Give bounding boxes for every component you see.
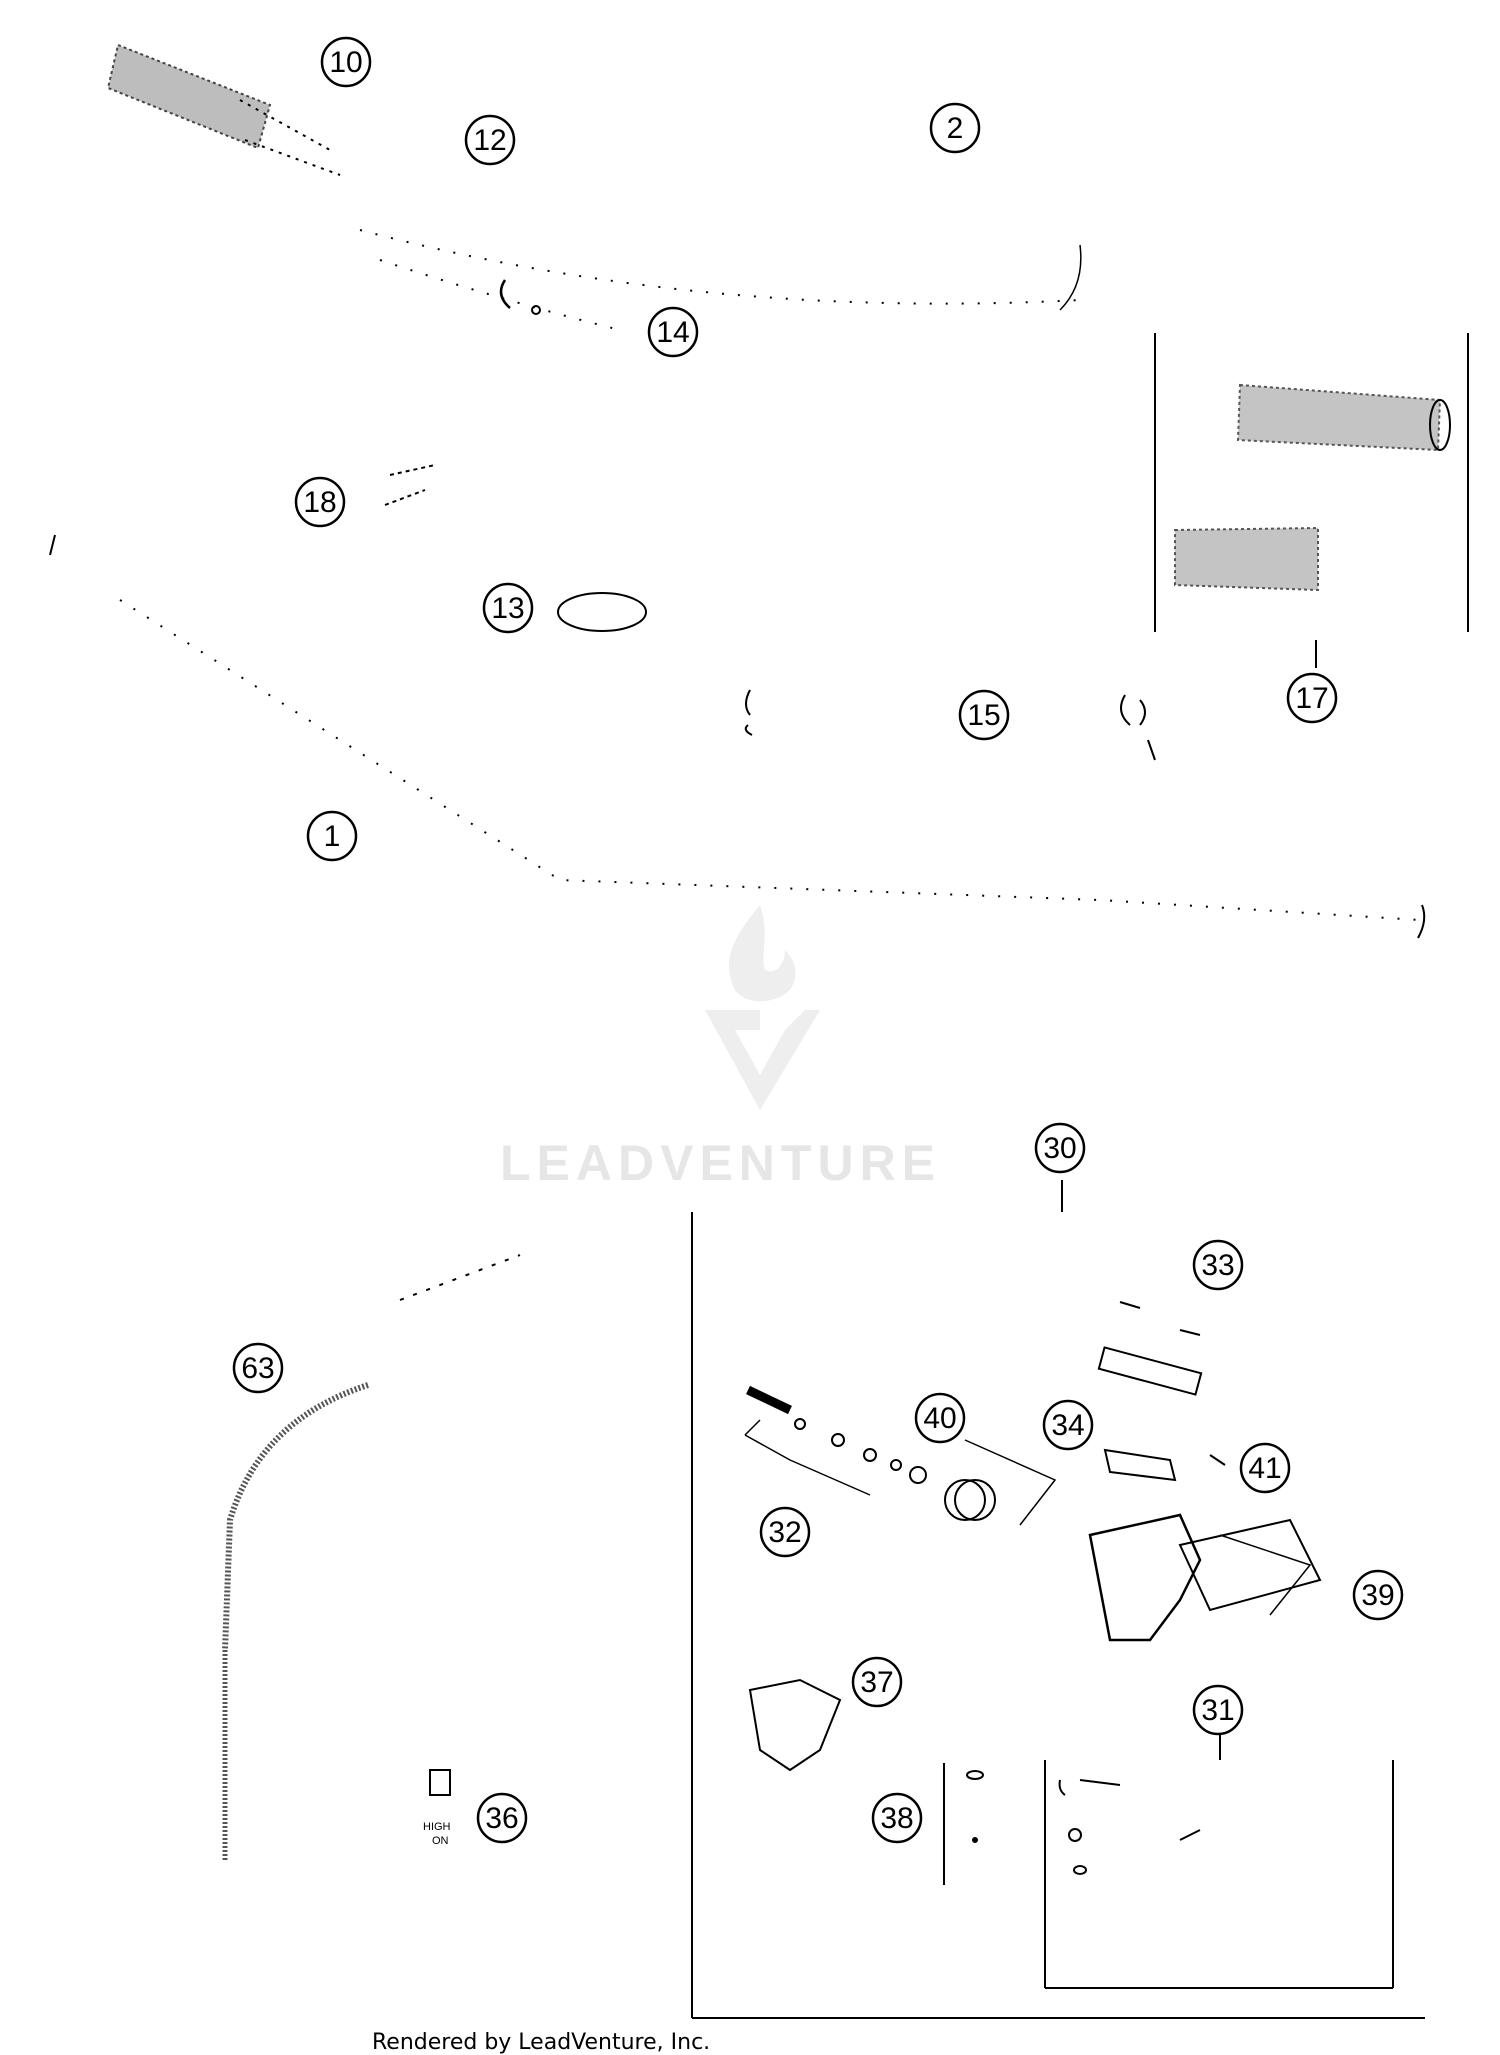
callout-40[interactable]: 40 [914,1392,966,1444]
callout-circle [1034,1122,1086,1174]
callout-number: 41 [1248,1452,1281,1485]
callout-41[interactable]: 41 [1239,1442,1291,1494]
callout-circle [1192,1239,1244,1291]
callout-1[interactable]: 1 [306,810,358,862]
callout-number: 31 [1201,1694,1234,1727]
parts [49,43,1451,1875]
callout-circle [294,476,346,528]
right-end-mark [1417,904,1426,939]
watermark-text: LEADVENTURE [500,1135,941,1191]
callout-18[interactable]: 18 [294,476,346,528]
callout-number: 63 [241,1352,274,1385]
callout-number: 17 [1295,682,1328,715]
callout-2[interactable]: 2 [929,102,981,154]
plunger-32-part [744,1385,927,1496]
screws-33-part [1119,1301,1201,1336]
part-36-label-line-1: HIGH [423,1821,451,1833]
footer-credit: Rendered by LeadVenture, Inc. [372,2030,711,2055]
callout-number: 2 [947,112,964,145]
throttle-housing-part [1088,1513,1322,1642]
callout-36[interactable]: 36 [476,1792,528,1844]
part-39-drawing [1219,1534,1312,1616]
callout-circle [1192,1684,1244,1736]
callout-39[interactable]: 39 [1352,1569,1404,1621]
callout-number: 40 [923,1402,956,1435]
callout-17[interactable]: 17 [1286,672,1338,724]
part-18-drawing [384,464,436,506]
watermark-v-icon [705,1010,820,1110]
callout-circle [482,582,534,634]
kit-31-parts [1058,1779,1201,1875]
callout-circle [320,36,372,88]
callout-number: 14 [656,316,689,349]
grips-kit-part [1174,383,1451,592]
reel-40-part [944,1479,996,1521]
watermark: LEADVENTURE [500,905,941,1191]
callout-circle [1352,1569,1404,1621]
part-36-label: HIGH ON [423,1821,451,1847]
oring-13-part [557,592,647,632]
callout-31[interactable]: 31 [1192,1684,1244,1736]
callout-list: 10 12 2 14 18 13 15 17 1 30 33 63 40 34 41 32 39 37 31 38 36 [232,36,1404,1844]
callout-38[interactable]: 38 [871,1792,923,1844]
callout-circle [958,689,1010,741]
callout-circle [1286,672,1338,724]
callout-number: 36 [485,1802,518,1835]
callout-circle [232,1342,284,1394]
callout-37[interactable]: 37 [851,1656,903,1708]
part-36-label-line-2: ON [432,1835,449,1847]
callout-circle [851,1656,903,1708]
callout-circle [647,306,699,358]
part-15-left-drawing [744,689,753,736]
callout-number: 32 [768,1516,801,1549]
left-grip-part [106,43,341,176]
callout-number: 15 [967,699,1000,732]
callout-circle [464,114,516,166]
callout-number: 33 [1201,1249,1234,1282]
callout-number: 10 [329,46,362,79]
callout-circle [1239,1442,1291,1494]
clamp-part [1059,244,1082,311]
part-41-drawing [1209,1454,1226,1466]
callout-63[interactable]: 63 [232,1342,284,1394]
part-40-guide-lines [964,1439,1057,1526]
callout-number: 13 [491,592,524,625]
callout-32[interactable]: 32 [759,1506,811,1558]
cable-clip-36-part [429,1769,451,1796]
callout-circle [476,1792,528,1844]
left-end-mark [49,534,56,556]
gasket-34-part [1103,1448,1177,1482]
callout-13[interactable]: 13 [482,582,534,634]
callout-10[interactable]: 10 [320,36,372,88]
callout-30[interactable]: 30 [1034,1122,1086,1174]
callout-number: 38 [880,1802,913,1835]
callout-number: 37 [860,1666,893,1699]
callout-12[interactable]: 12 [464,114,516,166]
callout-number: 12 [473,124,506,157]
callout-number: 18 [303,486,336,519]
cover-33-part [1097,1346,1203,1396]
callout-number: 34 [1051,1409,1084,1442]
callout-33[interactable]: 33 [1192,1239,1244,1291]
callout-number: 39 [1361,1579,1394,1612]
callout-15[interactable]: 15 [958,689,1010,741]
callout-number: 30 [1043,1132,1076,1165]
callout-number: 1 [324,820,341,853]
callout-14[interactable]: 14 [647,306,699,358]
callout-circle [306,810,358,862]
part-15-right-drawing [1120,694,1156,761]
callout-circle [1042,1399,1094,1451]
callout-circle [759,1506,811,1558]
lever-37-part [748,1678,842,1772]
frames [691,333,1469,2019]
callout-circle [929,102,981,154]
callout-34[interactable]: 34 [1042,1399,1094,1451]
watermark-flame-icon [729,905,796,1002]
callout-circle [871,1792,923,1844]
part-14-drawing [499,279,541,315]
part-38-drawing [966,1770,984,1843]
callout-circle [914,1392,966,1444]
throttle-cable-part [222,1254,521,1860]
